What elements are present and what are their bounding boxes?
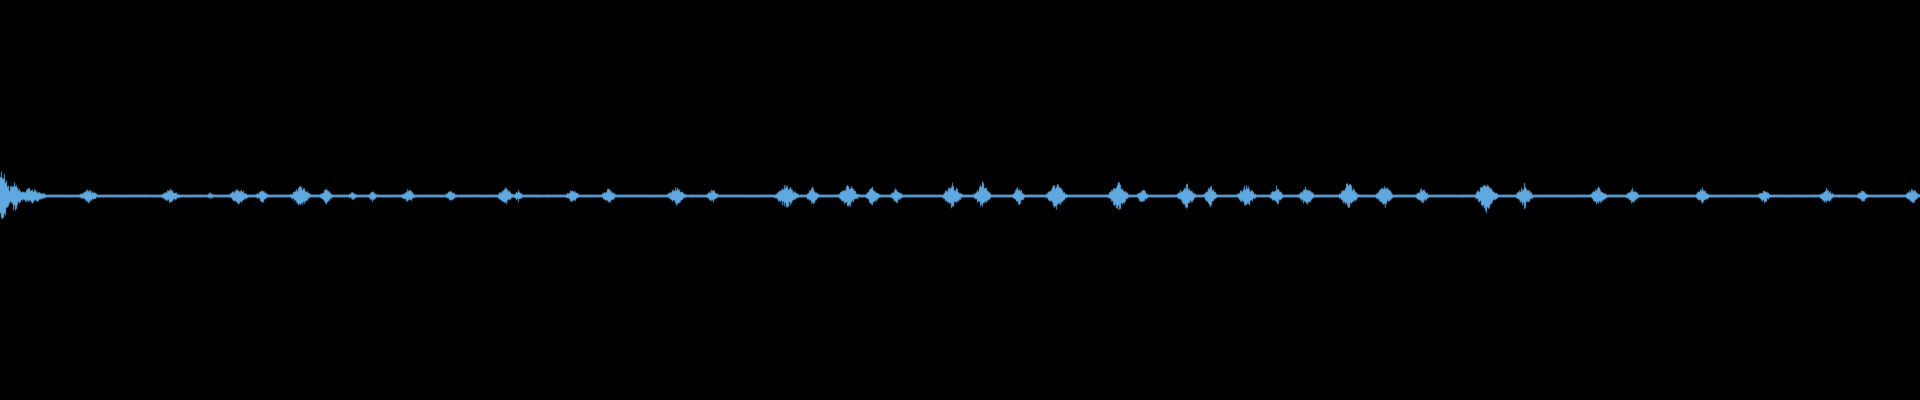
audio-waveform: [0, 0, 1920, 400]
audio-waveform-panel: [0, 0, 1920, 400]
